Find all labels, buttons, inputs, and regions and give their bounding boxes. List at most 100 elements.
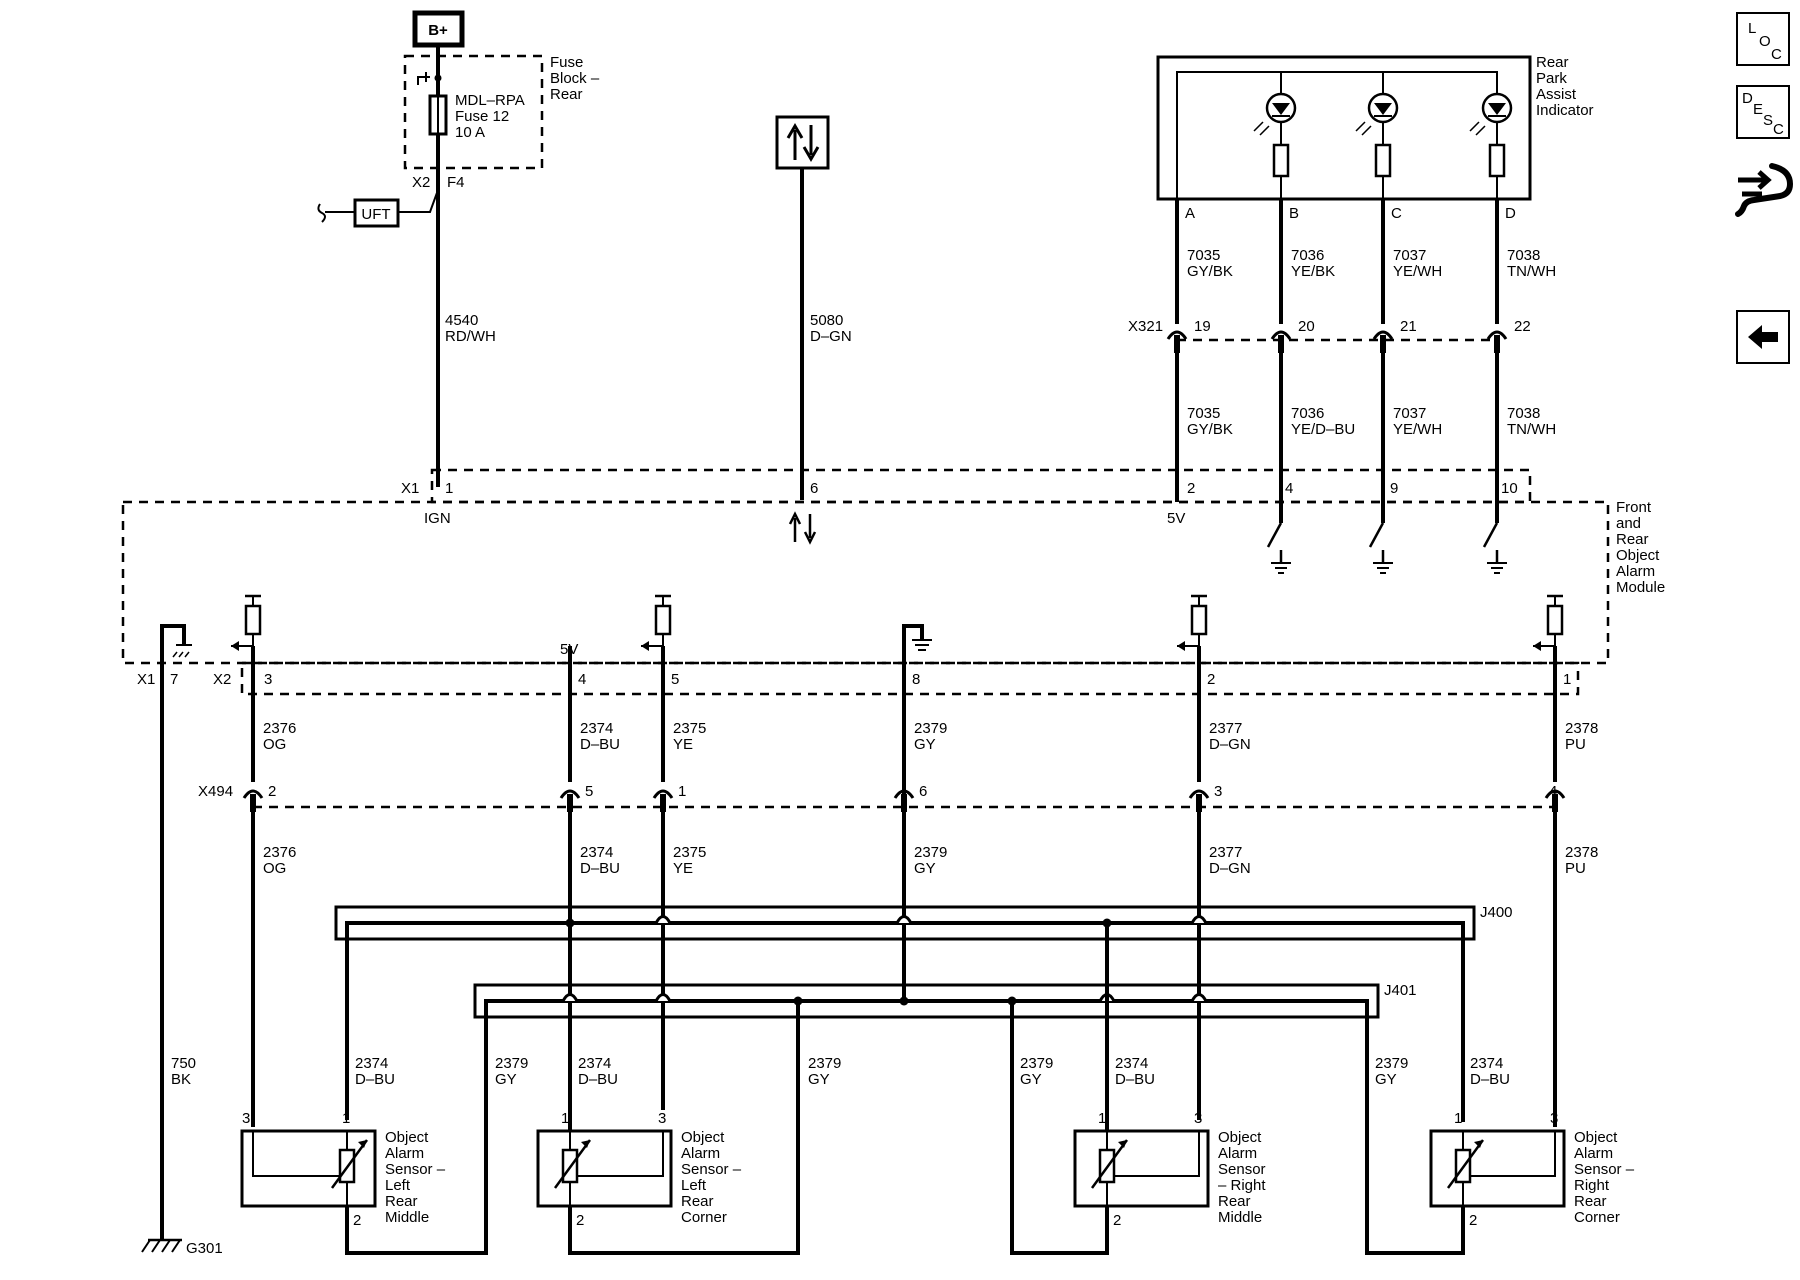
switch-icon [1368, 353, 1385, 563]
sensor-pin-label: 3 [1194, 1110, 1202, 1127]
indicator-pin-b: B [1289, 205, 1299, 222]
ground-x2-8 [902, 624, 924, 808]
wire-2379-right-middle [1010, 1001, 1109, 1255]
x2-pin-label: 3 [264, 671, 272, 688]
five-v-label: 5V [1167, 510, 1185, 527]
resistor-icon [1272, 143, 1290, 178]
x321-pin-label: 19 [1194, 318, 1211, 335]
fuse-icon [417, 72, 448, 136]
uft-branch-wire [398, 189, 439, 213]
splice-dot [565, 918, 575, 928]
sensor-pin-label: 1 [561, 1110, 569, 1127]
splice-j400-label: J400 [1480, 904, 1513, 921]
x321-pin-label: 21 [1400, 318, 1417, 335]
led-icon [1469, 72, 1513, 145]
desc-button[interactable]: D E S C [1736, 85, 1790, 139]
sensor-pin-label: 2 [353, 1212, 361, 1229]
wire-750-label: 750 BK [171, 1055, 200, 1088]
connector-x321-pin [1372, 330, 1394, 353]
x2-pin-label: 2 [1207, 671, 1215, 688]
x1-pin-1: 1 [445, 480, 453, 497]
bidirectional-arrow-icon [788, 511, 817, 545]
module-x2-label: X2 [213, 671, 231, 688]
serial-data-box [775, 115, 830, 170]
x494-pin-label: 6 [919, 783, 927, 800]
module-x1-lower-label: X1 [137, 671, 155, 688]
wire-750-ground [160, 624, 186, 1240]
x321-pin-label: 20 [1298, 318, 1315, 335]
x494-pin-label: 4 [1549, 783, 1557, 800]
sensor-pin-label: 3 [658, 1110, 666, 1127]
wrench-icon[interactable] [1732, 160, 1796, 222]
connector-x321-label: X321 [1128, 318, 1163, 335]
uft-continuation [317, 203, 355, 223]
x494-pin-label: 2 [268, 783, 276, 800]
back-button[interactable] [1736, 310, 1790, 364]
led-icon [1253, 72, 1297, 145]
wire-crossover [1190, 915, 1208, 924]
x1-pin-9: 9 [1390, 480, 1398, 497]
x2-pin-label: 5 [671, 671, 679, 688]
desc-letter-s: S [1763, 112, 1773, 129]
indicator-pin-d: D [1505, 205, 1516, 222]
pullup-resistor [1533, 594, 1564, 651]
x1-pin-7: 7 [170, 671, 178, 688]
indicator-pin-c: C [1391, 205, 1402, 222]
wire-2379-left-middle-loop [345, 1121, 488, 1255]
ground-icon [172, 644, 192, 658]
uft-label: UFT [361, 206, 390, 223]
wire-5080-label: 5080 D–GN [810, 312, 852, 345]
connector-x494-pin [559, 789, 581, 812]
wire-crossover [895, 915, 913, 924]
sensor-pin-label: 3 [242, 1110, 250, 1127]
sensor-pin-label: 1 [1098, 1110, 1106, 1127]
ground-g301-label: G301 [186, 1240, 223, 1257]
x2-pin-label: 1 [1563, 671, 1571, 688]
x1-pin-6: 6 [810, 480, 818, 497]
x1-pin-2: 2 [1187, 480, 1195, 497]
pullup-resistor [1177, 594, 1208, 651]
wire-crossover [654, 993, 672, 1002]
loc-letter-l: L [1748, 20, 1756, 37]
fuse-pin-x2: X2 [412, 174, 430, 191]
loc-button[interactable]: L O C [1736, 12, 1790, 66]
desc-letter-c: C [1773, 121, 1784, 137]
loc-letter-c: C [1771, 46, 1782, 63]
ign-label: IGN [424, 510, 451, 527]
ground-icon [912, 639, 932, 651]
indicator-title: Rear Park Assist Indicator [1536, 54, 1594, 119]
wire-2379-right-corner [1365, 1123, 1465, 1255]
switch-icon [1482, 353, 1499, 563]
resistor-icon [1374, 143, 1392, 178]
x2-pin-label: 8 [912, 671, 920, 688]
desc-letter-d: D [1742, 90, 1753, 107]
loc-letter-o: O [1759, 33, 1771, 50]
ground-icon [1271, 562, 1291, 574]
indicator-pin-a: A [1185, 205, 1195, 222]
fuse-label: MDL–RPA Fuse 12 10 A [455, 92, 528, 141]
wire-crossover [561, 993, 579, 1002]
x494-pin-label: 5 [585, 783, 593, 800]
connector-x494-pin [242, 789, 264, 812]
